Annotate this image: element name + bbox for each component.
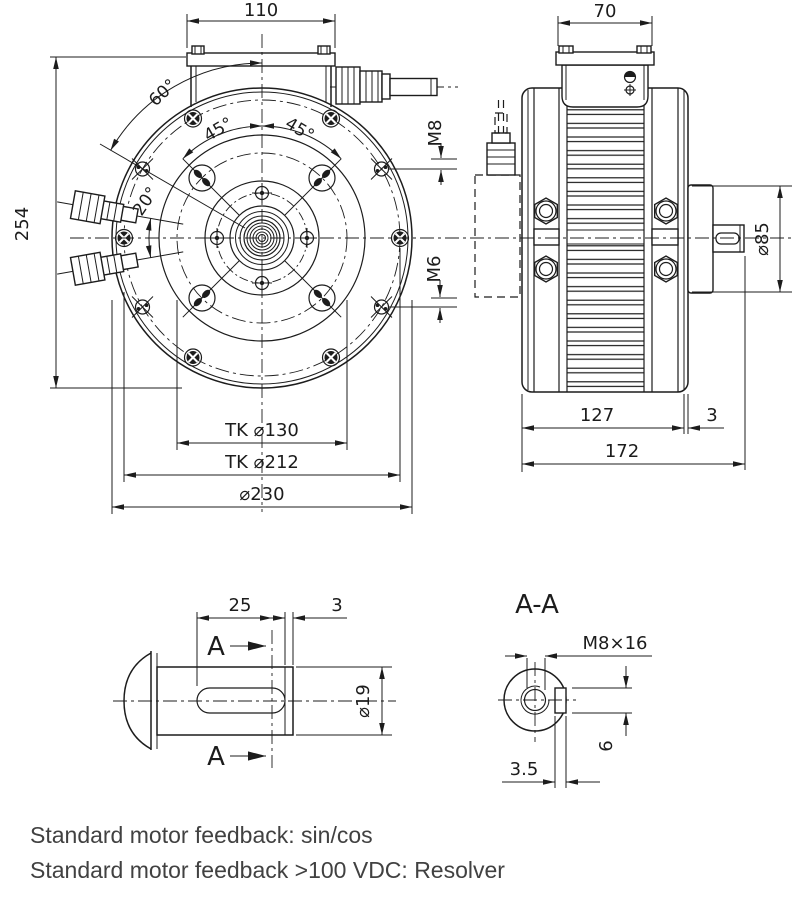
vent-screw-icon bbox=[623, 70, 637, 96]
bearing-boss bbox=[687, 184, 714, 294]
note-line-2: Standard motor feedback >100 VDC: Resolv… bbox=[30, 857, 505, 883]
dim-172: 172 bbox=[522, 256, 746, 470]
dim-angle-60: 60° bbox=[99, 60, 263, 229]
section-view: A-A M8×16 6 3.5 bbox=[498, 590, 652, 788]
tie-rod-bolt bbox=[533, 255, 559, 283]
dim-6: 6 bbox=[572, 666, 632, 752]
clamping-hole bbox=[308, 164, 336, 192]
dim-tk130-label: TK ⌀130 bbox=[224, 420, 299, 441]
thread-arc bbox=[520, 685, 550, 715]
front-view: 60° 45° 45° 20° 110 254 bbox=[12, 0, 458, 514]
dim-6-label: 6 bbox=[596, 740, 617, 751]
shaft-cylinder bbox=[156, 666, 294, 736]
side-view: 70 ⌀85 127 3 172 bbox=[474, 1, 792, 472]
fin-break-band bbox=[566, 229, 645, 245]
keyway-section bbox=[554, 687, 567, 714]
m8-label: M8 bbox=[425, 120, 446, 147]
callout-m6: M6 bbox=[388, 256, 457, 323]
dim-110: 110 bbox=[186, 0, 336, 48]
cable-gland-upper bbox=[57, 190, 184, 225]
dim-70: 70 bbox=[557, 1, 653, 46]
dim-m8x16: M8×16 bbox=[505, 633, 652, 690]
m6-label: M6 bbox=[424, 256, 445, 283]
terminal-box-side bbox=[555, 45, 655, 108]
dim-3-shaft: 3 bbox=[270, 595, 347, 665]
dim-25-label: 25 bbox=[229, 595, 252, 616]
m8x16-label: M8×16 bbox=[583, 633, 648, 654]
dim-3-side: 3 bbox=[687, 394, 724, 434]
clamping-hole bbox=[188, 284, 216, 312]
keyway-slot bbox=[196, 687, 286, 714]
shaft-dome bbox=[123, 652, 152, 750]
section-arrow-bottom: A bbox=[207, 742, 266, 772]
section-arrow-top: A bbox=[207, 632, 266, 662]
shaft-detail-view: A A 25 3 ⌀19 bbox=[113, 595, 396, 772]
angle-45-right-label: 45° bbox=[281, 114, 317, 146]
dim-25: 25 bbox=[196, 595, 272, 686]
callout-m8: M8 bbox=[388, 120, 457, 185]
dim-3-side-label: 3 bbox=[706, 405, 717, 426]
section-title: A-A bbox=[515, 590, 559, 620]
dim-127: 127 bbox=[521, 394, 685, 472]
dim-tk130: TK ⌀130 bbox=[176, 300, 348, 450]
dim-254-label: 254 bbox=[12, 207, 33, 241]
dim-85: ⌀85 bbox=[692, 185, 792, 293]
tie-bar-right bbox=[651, 228, 679, 246]
dim-85-label: ⌀85 bbox=[752, 222, 773, 256]
clamping-hole bbox=[308, 284, 336, 312]
threaded-hole-m6 bbox=[370, 296, 393, 318]
dim-70-label: 70 bbox=[594, 1, 617, 22]
tie-rod-bolt bbox=[533, 197, 559, 225]
dim-3-shaft-label: 3 bbox=[331, 595, 342, 616]
threaded-hole bbox=[131, 296, 154, 318]
dim-3-5-label: 3.5 bbox=[510, 759, 539, 780]
section-label-a-top: A bbox=[207, 632, 225, 662]
tie-rod-bolt bbox=[653, 197, 679, 225]
section-label-a-bottom: A bbox=[207, 742, 225, 772]
dim-tk212-label: TK ⌀212 bbox=[224, 452, 299, 473]
dim-110-label: 110 bbox=[244, 0, 278, 21]
dim-127-label: 127 bbox=[580, 405, 614, 426]
tie-rod-bolt bbox=[653, 255, 679, 283]
angle-60-label: 60° bbox=[145, 75, 181, 110]
dim-172-label: 172 bbox=[605, 441, 639, 462]
dim-tk212: TK ⌀212 bbox=[123, 248, 401, 482]
tie-bar-left bbox=[533, 228, 560, 246]
dim-230: ⌀230 bbox=[111, 300, 413, 514]
gland-box-dashed bbox=[474, 100, 521, 298]
notes: Standard motor feedback: sin/cos Standar… bbox=[30, 822, 505, 883]
note-line-1: Standard motor feedback: sin/cos bbox=[30, 822, 373, 848]
cable-connector bbox=[330, 66, 458, 105]
dim-19-label: ⌀19 bbox=[353, 684, 374, 718]
dim-19: ⌀19 bbox=[296, 666, 392, 736]
keyway-side bbox=[715, 232, 740, 245]
dim-254: 254 bbox=[12, 56, 186, 389]
dim-3-5: 3.5 bbox=[502, 716, 600, 788]
cable-gland-lower bbox=[57, 251, 184, 286]
clamping-hole bbox=[188, 164, 216, 192]
